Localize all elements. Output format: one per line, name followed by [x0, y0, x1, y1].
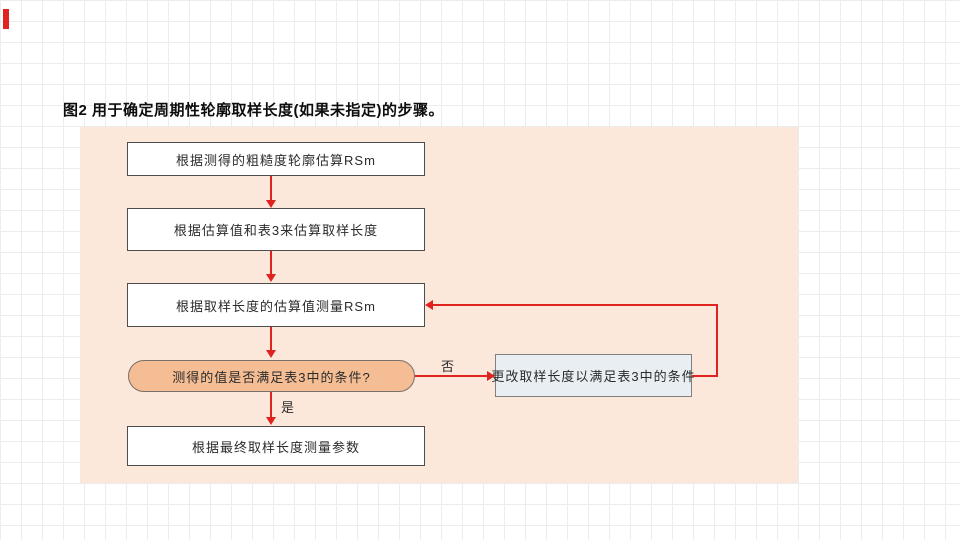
connector-line-1	[270, 176, 272, 201]
decision-condition-check: 测得的值是否满足表3中的条件?	[128, 360, 415, 392]
connector-line-3	[270, 327, 272, 351]
step-estimate-rsm: 根据测得的粗糙度轮廓估算RSm	[127, 142, 425, 176]
arrow-down-icon	[266, 200, 276, 208]
edge-label-no: 否	[441, 359, 455, 374]
step-estimate-sampling-length: 根据估算值和表3来估算取样长度	[127, 208, 425, 251]
side-box-change-sampling-length: 更改取样长度以满足表3中的条件	[491, 354, 695, 397]
connector-line-yes	[270, 392, 272, 418]
loop-line-horizontal-bottom	[692, 375, 718, 377]
arrow-left-icon	[425, 300, 433, 310]
edge-label-yes: 是	[281, 400, 295, 415]
connector-line-2	[270, 251, 272, 275]
red-marker	[3, 9, 9, 29]
arrow-right-icon	[487, 371, 495, 381]
step-measure-parameters: 根据最终取样长度测量参数	[127, 426, 425, 466]
loop-line-horizontal-top	[432, 304, 717, 306]
arrow-down-icon	[266, 417, 276, 425]
arrow-down-icon	[266, 350, 276, 358]
step-measure-rsm: 根据取样长度的估算值测量RSm	[127, 283, 425, 327]
connector-line-no	[415, 375, 488, 377]
loop-line-vertical	[716, 304, 718, 377]
figure-caption: 图2 用于确定周期性轮廓取样长度(如果未指定)的步骤。	[63, 102, 445, 119]
arrow-down-icon	[266, 274, 276, 282]
